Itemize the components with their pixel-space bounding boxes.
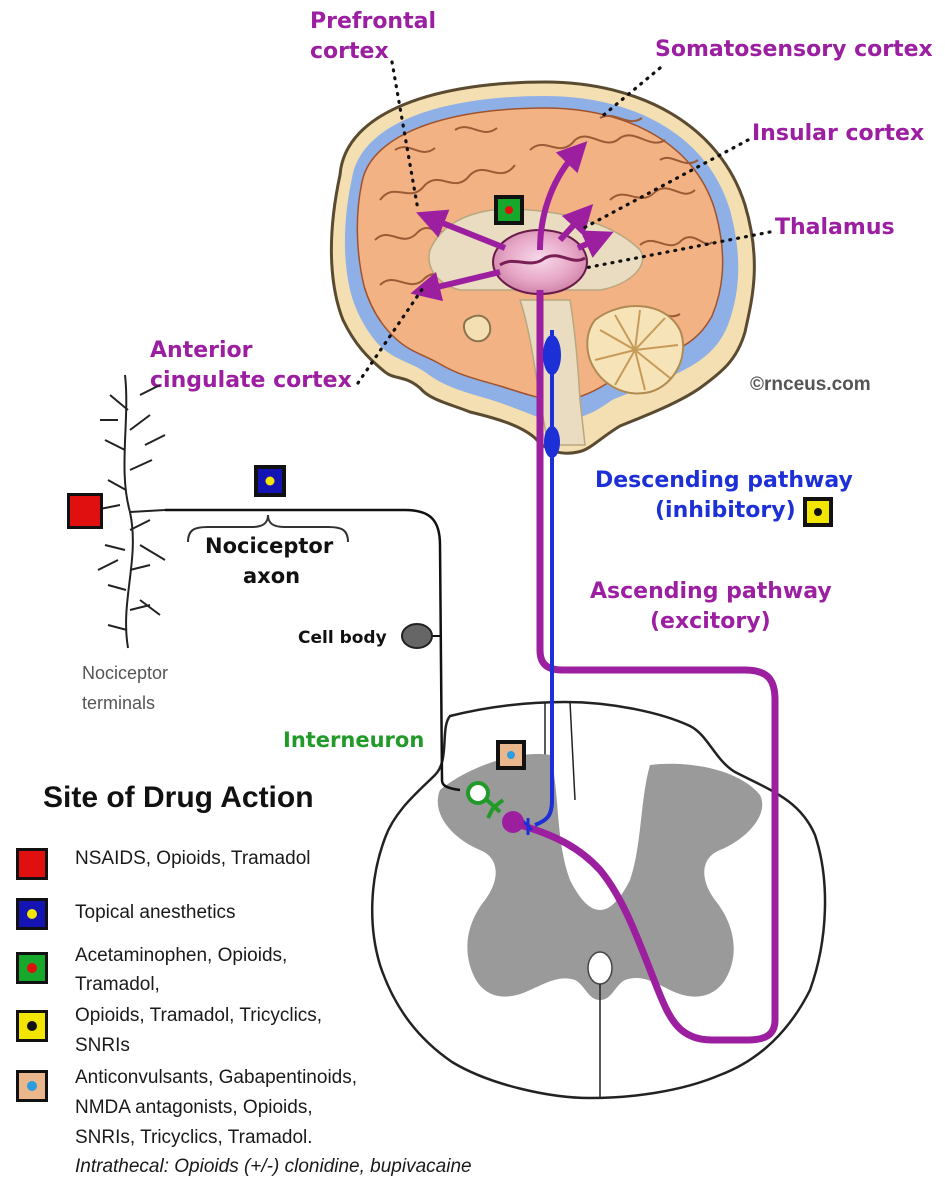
copyright-mark: ©rnceus.com <box>750 374 871 395</box>
label-descending-1: Descending pathway <box>595 468 853 493</box>
drug-site-blue-axon <box>254 465 286 497</box>
label-prefrontal-2: cortex <box>310 39 389 64</box>
legend-item-yellow-label-2: SNRIs <box>75 1035 130 1056</box>
nociceptor-terminals-drawing <box>95 375 165 648</box>
legend-item-tan-label-2: NMDA antagonists, Opioids, <box>75 1097 313 1118</box>
legend-title: Site of Drug Action <box>43 781 314 814</box>
legend-item-yellow-label-1: Opioids, Tramadol, Tricyclics, <box>75 1005 322 1026</box>
label-nociceptor-terminals-2: terminals <box>82 693 155 713</box>
legend-item-blue-label: Topical anesthetics <box>75 902 236 923</box>
legend-item-yellow: Opioids, Tramadol, Tricyclics, SNRIs <box>16 1005 322 1056</box>
legend-item-blue: Topical anesthetics <box>16 898 236 930</box>
legend-item-tan-label-3: SNRIs, Tricyclics, Tramadol. <box>75 1127 313 1148</box>
drug-site-tan-spinal <box>496 740 526 770</box>
label-cell-body: Cell body <box>298 628 387 648</box>
drug-site-green-brain <box>494 195 524 225</box>
legend-item-tan: Anticonvulsants, Gabapentinoids, NMDA an… <box>16 1067 357 1148</box>
legend-item-green-label-1: Acetaminophen, Opioids, <box>75 945 287 966</box>
label-nociceptor-axon-1: Nociceptor <box>205 534 334 558</box>
drug-site-red-terminal <box>67 493 103 529</box>
cell-body-shape <box>402 624 432 648</box>
descending-node-2 <box>544 426 560 458</box>
label-nociceptor-axon-2: axon <box>243 564 300 588</box>
label-thalamus: Thalamus <box>775 215 895 240</box>
label-ascending-2: (excitory) <box>650 609 771 634</box>
label-anterior-cingulate-1: Anterior <box>150 338 253 363</box>
drug-site-yellow-descending <box>803 497 833 527</box>
legend-item-green-label-2: Tramadol, <box>75 974 160 995</box>
legend-item-red: NSAIDS, Opioids, Tramadol <box>16 848 310 880</box>
label-descending-2: (inhibitory) <box>655 498 796 523</box>
descending-node-1 <box>543 335 561 375</box>
label-prefrontal-1: Prefrontal <box>310 9 436 34</box>
label-nociceptor-terminals-1: Nociceptor <box>82 663 168 683</box>
legend-footnote: Intrathecal: Opioids (+/-) clonidine, bu… <box>75 1156 472 1177</box>
label-insular: Insular cortex <box>752 121 924 146</box>
label-anterior-cingulate-2: cingulate cortex <box>150 368 352 393</box>
label-interneuron: Interneuron <box>283 728 424 752</box>
label-ascending-1: Ascending pathway <box>590 579 832 604</box>
legend-item-green: Acetaminophen, Opioids, Tramadol, <box>16 945 287 995</box>
legend-item-tan-label-1: Anticonvulsants, Gabapentinoids, <box>75 1067 357 1088</box>
projection-neuron-body <box>502 811 524 833</box>
legend-item-red-label: NSAIDS, Opioids, Tramadol <box>75 848 310 869</box>
label-somatosensory: Somatosensory cortex <box>655 37 933 62</box>
